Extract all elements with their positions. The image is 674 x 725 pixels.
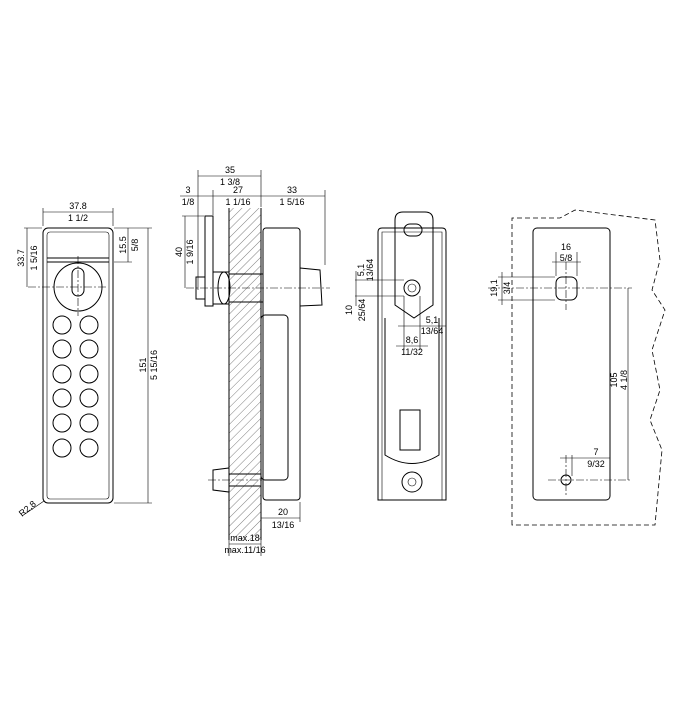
- dim-width-mm: 37.8: [69, 201, 87, 211]
- dim-cam-a-mm: 5,1: [356, 264, 366, 277]
- dim-height-mm: 151: [138, 357, 148, 372]
- side-view: 35 1 3/8 3 1/8 27 1 1/16 33 1 5/16 40 1 …: [174, 165, 330, 556]
- mounting-plate: [204, 215, 214, 307]
- window: [399, 409, 421, 451]
- dim-body-in: 1 5/16: [279, 197, 304, 207]
- dim-window-mm: 15.5: [118, 236, 128, 254]
- lock-body: [262, 227, 301, 501]
- dim-depth-in: 13/16: [272, 520, 295, 530]
- dim-offset-mm: 40: [174, 247, 184, 257]
- dim-plate-mm: 3: [185, 185, 190, 195]
- knob: [299, 267, 323, 307]
- dim-body-mm: 33: [287, 185, 297, 195]
- dim-hole-h-mm: 19,1: [489, 279, 499, 297]
- cam-hole: [555, 276, 578, 301]
- keypad: [52, 315, 99, 458]
- dim-cam-b-in: 25/64: [357, 299, 367, 322]
- dim-pin-mm: 7: [593, 447, 598, 457]
- dim-max-in: max.11/16: [224, 545, 265, 555]
- dim-radius: R2,8: [17, 499, 38, 519]
- dim-top-in: 1 5/16: [29, 245, 39, 270]
- front-view: 37.8 1 1/2 33.7 1 5/16 15.5 5/8 151 5 15…: [16, 201, 159, 519]
- dim-offset-in: 1 9/16: [185, 239, 195, 264]
- dim-hole-h-in: 3/4: [502, 282, 512, 295]
- dim-cam-c-mm: 5,1: [426, 315, 439, 325]
- dim-cam-d-mm: 8,6: [406, 335, 419, 345]
- dim-cam-a-in: 13/64: [365, 259, 375, 282]
- dim-spacing-mm: 105: [609, 372, 619, 387]
- dim-total-in: 1 3/8: [220, 177, 240, 187]
- dim-top-mm: 33.7: [16, 249, 26, 267]
- mounting-plate-outline: [532, 227, 611, 501]
- dim-wall-mm: 27: [233, 185, 243, 195]
- door-wall-section: [229, 208, 261, 540]
- dim-pin-in: 9/32: [587, 459, 605, 469]
- dim-max-mm: max.18: [230, 533, 260, 543]
- dim-cam-b-mm: 10: [344, 305, 354, 315]
- dim-hole-w-mm: 16: [561, 242, 571, 252]
- dim-height-in: 5 15/16: [149, 350, 159, 380]
- dim-cam-d-in: 11/32: [401, 347, 423, 357]
- door-panel-outline: [511, 209, 666, 526]
- dim-total-mm: 35: [225, 165, 235, 175]
- rear-view: 5,1 13/64 10 25/64 5,1 13/64 8,6 11/32: [344, 211, 447, 501]
- cutout-view: 16 5/8 19,1 3/4 105 4 1/8 7 9/32: [488, 209, 666, 526]
- dim-width-in: 1 1/2: [68, 213, 88, 223]
- latch-cam: [394, 211, 434, 319]
- screw: [401, 471, 423, 493]
- dim-depth-mm: 20: [278, 507, 288, 517]
- dim-hole-w-in: 5/8: [560, 253, 573, 263]
- dim-spacing-in: 4 1/8: [619, 370, 629, 390]
- dim-plate-in: 1/8: [182, 197, 195, 207]
- dim-cam-c-in: 13/64: [421, 326, 444, 336]
- dim-window-in: 5/8: [130, 239, 140, 252]
- dim-wall-in: 1 1/16: [225, 197, 250, 207]
